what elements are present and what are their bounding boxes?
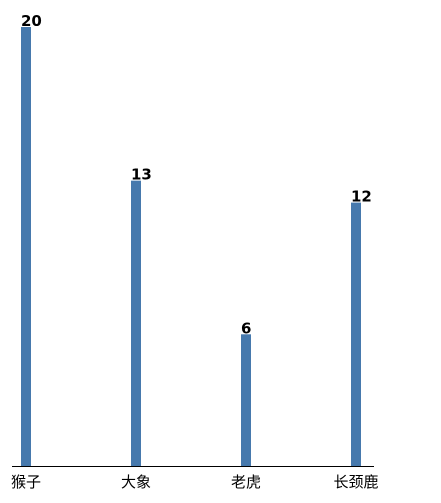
x-tick-label-0: 猴子 [11, 473, 41, 491]
value-label-2: 6 [241, 319, 251, 337]
x-tick-labels: 猴子 大象 老虎 长颈鹿 [11, 473, 379, 491]
x-tick-label-2: 老虎 [231, 473, 261, 491]
value-label-1: 13 [131, 166, 152, 184]
value-labels-layer: 20 13 6 12 [21, 12, 372, 337]
bar-3 [351, 202, 361, 466]
value-label-0: 20 [21, 12, 42, 30]
value-label-3: 12 [351, 188, 372, 206]
bar-2 [241, 334, 251, 466]
x-tick-label-1: 大象 [121, 473, 151, 491]
x-tick-label-3: 长颈鹿 [333, 473, 378, 491]
bars-layer [21, 27, 361, 466]
bar-1 [131, 180, 141, 466]
bar-0 [21, 27, 31, 466]
